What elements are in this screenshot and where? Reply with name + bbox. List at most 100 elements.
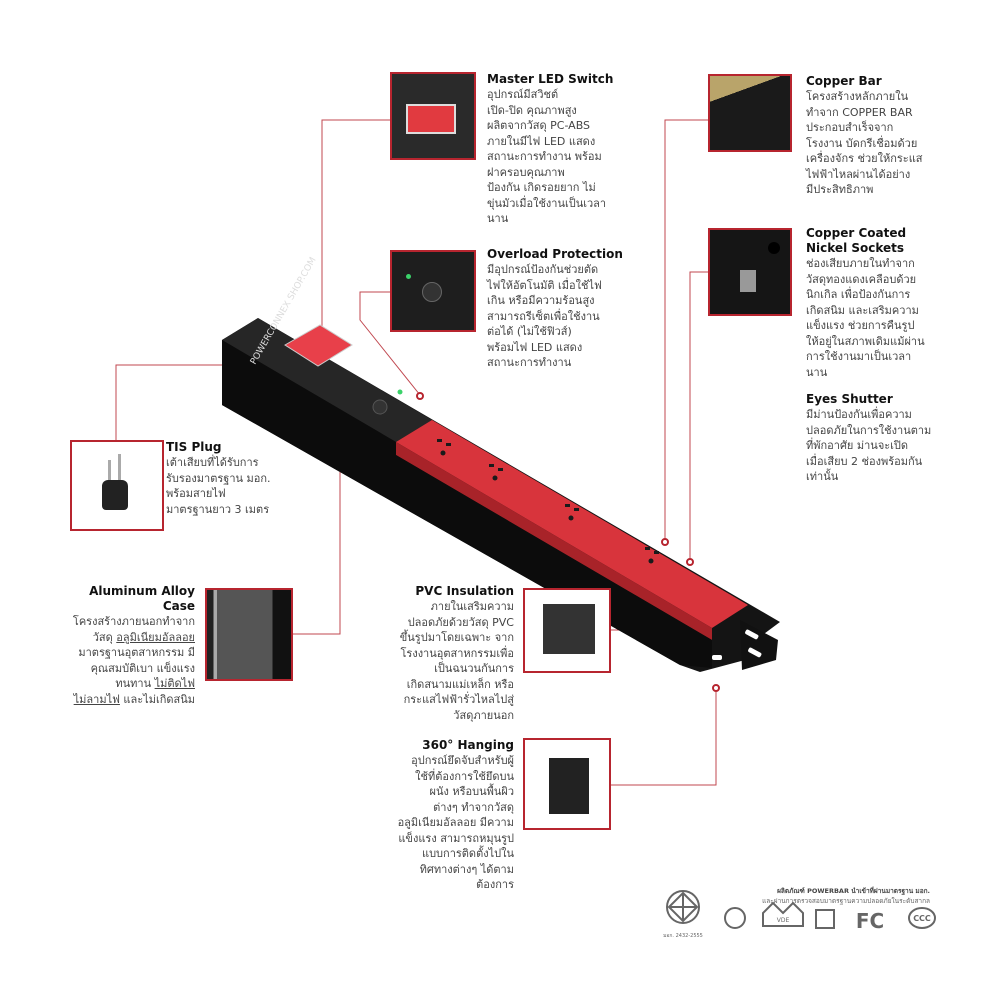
desc-line: เครื่องจักร ช่วยให้กระแส	[806, 152, 923, 165]
sgs-mark-icon	[724, 907, 746, 929]
vde-mark-icon	[762, 901, 804, 927]
desc-line: เท่านั้น	[806, 470, 839, 483]
feature-desc: อุปกรณ์มีสวิชต์เปิด-ปิด คุณภาพสูงผลิตจาก…	[487, 87, 613, 227]
desc-line: แข็งแรง สามารถหมุนรูป	[398, 831, 514, 845]
strip-socket-face	[396, 420, 748, 628]
desc-line: ประกอบสำเร็จจาก	[806, 121, 894, 134]
feature-master-switch: Master LED Switch อุปกรณ์มีสวิชต์เปิด-ปิ…	[487, 72, 613, 227]
certification-text: ผลิตภัณฑ์ POWERBAR นำเข้าที่ผ่านมาตรฐาน …	[762, 886, 930, 906]
feature-title: Aluminum Alloy	[89, 584, 195, 598]
feature-title: Copper Bar	[806, 74, 882, 88]
feature-desc-2: มาตรฐานอุตสาหกรรม มีคุณสมบัติเบา แข็งแรง	[73, 645, 195, 676]
desc-line: ฝาครอบคุณภาพ	[487, 165, 565, 179]
desc-line: กระแสไฟฟ้ารั่วไหลไปสู่	[403, 693, 514, 706]
feature-copper-nickel: Copper Coated Nickel Sockets ช่องเสียบภา…	[806, 226, 925, 380]
hanging-bracket-photo	[523, 738, 611, 830]
ccc-text: CCC	[913, 914, 931, 923]
desc-line: วัสดุภายนอก	[453, 708, 514, 722]
desc-line: โครงสร้างหลักภายใน	[806, 90, 909, 103]
feature-title: Eyes Shutter	[806, 392, 893, 406]
overload-reset-button	[372, 399, 388, 415]
desc-line: โรงงาน บัดกรีเชื่อมด้วย	[806, 136, 918, 150]
desc-line: เกิดสนิม และเสริมความ	[806, 303, 919, 317]
desc-line: ขึ้นรูปมาโดยเฉพาะ จาก	[399, 631, 514, 644]
copper-bar-photo	[708, 74, 792, 152]
feature-desc: โครงสร้างภายนอกทำจาก	[73, 614, 195, 630]
feature-title: TIS Plug	[166, 440, 222, 454]
feature-title: PVC Insulation	[415, 584, 514, 598]
master-switch-photo	[390, 72, 476, 160]
feature-eyes-shutter: Eyes Shutter มีม่านป้องกันเพื่อความปลอดภ…	[806, 392, 931, 485]
desc-line: เมื่อเสียบ 2 ช่องพร้อมกัน	[806, 454, 923, 468]
feature-title: Copper Coated	[806, 226, 907, 240]
text-underlined: ไม่ติดไฟ	[154, 677, 195, 690]
cert-line-2: และผ่านการตรวจสอบมาตรฐานความปลอดภัยในระด…	[762, 897, 930, 905]
feature-pvc: PVC Insulation ภายในเสริมความปลอดภัยด้วย…	[400, 584, 514, 723]
feature-desc: ภายในเสริมความปลอดภัยด้วยวัสดุ PVC ขึ้นรู…	[400, 599, 514, 723]
feature-desc: ช่องเสียบภายในทำจากวัสดุทองแดงเคลือบด้วย…	[806, 256, 925, 380]
feature-title-2: Case	[162, 599, 195, 613]
desc-line: ทำจาก COPPER BAR	[806, 105, 913, 119]
desc-line: ปลอดภัยในการใช้งานตาม	[806, 423, 932, 437]
desc-line: ผลิตจากวัสดุ PC-ABS	[487, 119, 591, 132]
desc-line: รับรองมาตรฐาน มอก.	[166, 471, 271, 485]
feature-aluminum: Aluminum Alloy Case โครงสร้างภายนอกทำจาก…	[73, 584, 195, 707]
desc-line: ภายในมีไฟ LED แสดง	[487, 134, 596, 148]
desc-line: แข็งแรง ช่วยการคืนรูป	[806, 319, 915, 332]
feature-title: Overload Protection	[487, 247, 623, 261]
desc-line: อุปกรณ์มีสวิชต์	[487, 88, 559, 101]
desc-line: มีประสิทธิภาพ	[806, 183, 874, 196]
feature-tis-plug: TIS Plug เต้าเสียบที่ได้รับการรับรองมาตร…	[166, 440, 271, 517]
aluminum-case-photo	[205, 588, 293, 681]
desc-line: โครงสร้างภายนอกทำจาก	[72, 615, 195, 628]
desc-line: นาน	[487, 212, 509, 225]
desc-line: เกิดสนามแม่เหล็ก หรือ	[406, 677, 514, 691]
desc-line: สถานะการทำงาน	[487, 356, 572, 369]
desc-line: แบบการติดตั้งไปใน	[421, 847, 514, 860]
desc-line: ผนัง หรือบนพื้นผิว	[429, 785, 515, 798]
desc-line: อุปกรณ์ยึดจับสำหรับผู้	[411, 754, 514, 767]
text: วัสดุ	[92, 630, 117, 644]
desc-line: คุณสมบัติเบา แข็งแรง	[90, 661, 195, 675]
vde-text: VDE	[777, 917, 790, 924]
desc-line: การใช้งานมาเป็นเวลา	[806, 350, 912, 363]
desc-line: ป้องกัน เกิดรอยยาก ไม่	[487, 181, 596, 194]
desc-line: เป็นฉนวนกันการ	[434, 662, 514, 675]
master-switch	[284, 324, 353, 367]
copper-nickel-photo	[708, 228, 792, 316]
desc-line: โรงงานอุตสาหกรรมเพื่อ	[400, 646, 515, 660]
feature-overload: Overload Protection มีอุปกรณ์ป้องกันช่วย…	[487, 247, 623, 371]
overload-photo	[390, 250, 476, 332]
tis-plug-photo	[70, 440, 164, 531]
desc-line: ต่างๆ ทำจากวัสดุ	[433, 800, 514, 814]
text-underlined: อลูมิเนียมอัลลอย	[116, 630, 195, 644]
desc-line: วัสดุทองแดงเคลือบด้วย	[806, 272, 917, 286]
text: และไม่เกิดสนิม	[119, 692, 195, 706]
desc-line: ใช้ที่ต้องการใช้ยึดบน	[415, 769, 514, 783]
desc-line: ไฟฟ้าไหลผ่านได้อย่าง	[806, 167, 911, 181]
pvc-insulation-photo	[523, 588, 611, 673]
desc-line: มีม่านป้องกันเพื่อความ	[806, 408, 912, 421]
desc-line: นาน	[806, 365, 828, 379]
desc-line: พร้อมสายไฟ	[166, 487, 226, 500]
tis-mark-icon	[666, 890, 700, 924]
eei-mark-icon	[815, 909, 835, 929]
desc-line: เต้าเสียบที่ได้รับการ	[166, 456, 259, 469]
ccc-mark-icon	[908, 907, 936, 929]
feature-desc: มีอุปกรณ์ป้องกันช่วยตัดไฟให้อัตโนมัติ เม…	[487, 262, 623, 371]
feature-desc: มีม่านป้องกันเพื่อความปลอดภัยในการใช้งาน…	[806, 407, 931, 485]
desc-line: ไฟให้อัตโนมัติ เมื่อใช้ไฟ	[487, 278, 602, 292]
desc-line: ปลอดภัยด้วยวัสดุ PVC	[407, 615, 514, 629]
feature-desc: โครงสร้างหลักภายในทำจาก COPPER BAR ประกอบ…	[806, 89, 923, 198]
desc-line: ภายในเสริมความ	[430, 600, 514, 613]
feature-title-2: Nickel Sockets	[806, 241, 905, 255]
desc-line: พร้อมไฟ LED แสดง	[487, 340, 583, 354]
cert-line-1: ผลิตภัณฑ์ POWERBAR นำเข้าที่ผ่านมาตรฐาน …	[777, 887, 930, 895]
desc-line: ที่พักอาศัย ม่านจะเปิด	[806, 439, 909, 452]
feature-desc: อุปกรณ์ยึดจับสำหรับผู้ใช้ที่ต้องการใช้ยึ…	[398, 753, 514, 893]
sockets	[437, 439, 659, 564]
desc-line: ขุ่นมัวเมื่อใช้งานเป็นเวลา	[487, 196, 607, 210]
desc-line: สถานะการทำงาน พร้อม	[487, 150, 602, 163]
